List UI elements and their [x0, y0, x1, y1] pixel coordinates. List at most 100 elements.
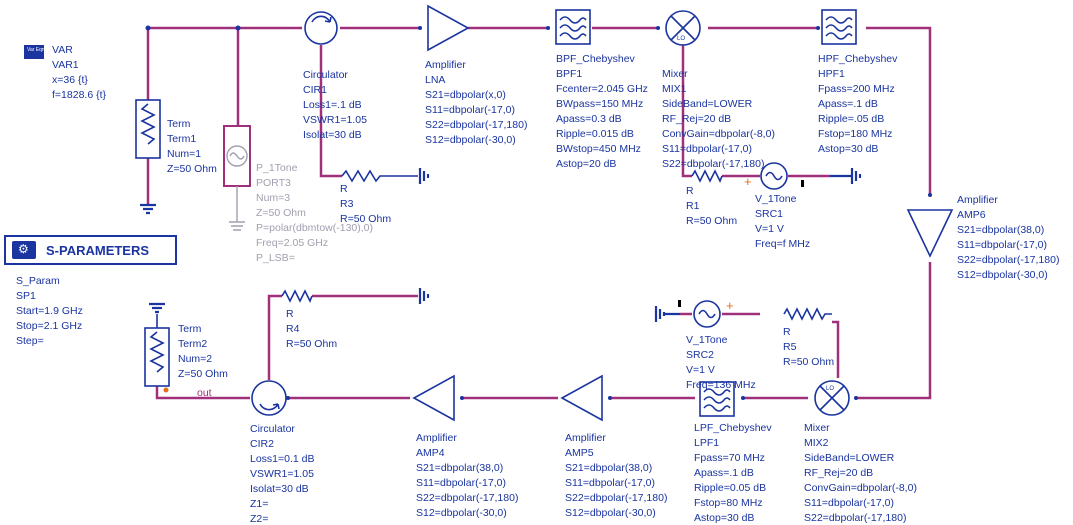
bpf1-fcenter: Fcenter=2.045 GHz: [556, 83, 648, 95]
sparam-start: Start=1.9 GHz: [16, 305, 83, 317]
lpf1-fstop: Fstop=80 MHz: [694, 497, 763, 509]
cir2-z1: Z1=: [250, 498, 268, 510]
port3-ground-icon: [229, 186, 245, 231]
term1[interactable]: Term Term1 Num=1 Z=50 Ohm: [135, 99, 217, 215]
term2-body: [144, 327, 170, 387]
amplifier-icon: [560, 374, 603, 422]
mix2-s22: S22=dbpolar(-17,180): [804, 512, 906, 524]
port3-source-icon: [226, 145, 248, 167]
term1-body: [135, 99, 161, 159]
var-block[interactable]: Var Eqn VAR VAR1 x=36 {t} f=1828.6 {t}: [24, 44, 107, 101]
ground-icon: [830, 168, 862, 184]
lpf1-ripple: Ripple=0.05 dB: [694, 482, 766, 494]
cir1-vswr: VSWR1=1.05: [303, 114, 367, 126]
r1-type: R: [686, 185, 694, 197]
mix2-s11: S11=dbpolar(-17,0): [804, 497, 894, 509]
amp4-s11: S11=dbpolar(-17,0): [416, 477, 506, 489]
amp6-type: Amplifier: [957, 194, 998, 206]
hpf1-fpass: Fpass=200 MHz: [818, 83, 895, 95]
mixer-mix1[interactable]: LO Mixer MIX1 SideBand=LOWER RF_Rej=20 d…: [662, 10, 775, 170]
amplifier-icon: [427, 4, 470, 52]
cir2-isolat: Isolat=30 dB: [250, 483, 309, 495]
bpf1-type: BPF_Chebyshev: [556, 53, 636, 65]
lna-type: Amplifier: [425, 59, 466, 71]
lpf1-type: LPF_Chebyshev: [694, 422, 772, 434]
resistor-r1[interactable]: R R1 R=50 Ohm: [686, 169, 737, 227]
r3-value: R=50 Ohm: [340, 213, 391, 225]
cir1-loss: Loss1=.1 dB: [303, 99, 362, 111]
source-src2[interactable]: + V_1Tone SRC2 V=1 V Freq=136 MHz: [654, 298, 756, 391]
cir1-type: Circulator: [303, 69, 348, 81]
sparam-controller-box[interactable]: ⚙ S-PARAMETERS: [4, 235, 177, 265]
port3[interactable]: P_1Tone PORT3 Num=3 Z=50 Ohm P=polar(dbm…: [223, 125, 373, 264]
circulator-cir2[interactable]: Circulator CIR2 Loss1=0.1 dB VSWR1=1.05 …: [250, 380, 315, 525]
hpf1-ripple: Ripple=.05 dB: [818, 113, 884, 125]
src2-plus-icon: +: [726, 298, 734, 313]
lna-s22: S22=dbpolar(-17,180): [425, 119, 527, 131]
bpf1-bwpass: BWpass=150 MHz: [556, 98, 643, 110]
src2-freq: Freq=136 MHz: [686, 379, 756, 391]
hpf1-astop: Astop=30 dB: [818, 143, 878, 155]
amp5-s12: S12=dbpolar(-30,0): [565, 507, 656, 519]
mix1-sideband: SideBand=LOWER: [662, 98, 753, 110]
circulator-cir1[interactable]: Circulator CIR1 Loss1=.1 dB VSWR1=1.05 I…: [303, 11, 367, 141]
lna-s21: S21=dbpolar(x,0): [425, 89, 506, 101]
amp4-s22: S22=dbpolar(-17,180): [416, 492, 518, 504]
amp4-s21: S21=dbpolar(38,0): [416, 462, 503, 474]
bpf1-apass: Apass=0.3 dB: [556, 113, 622, 125]
bpf1-bwstop: BWstop=450 MHz: [556, 143, 641, 155]
resistor-r3[interactable]: R R3 R=50 Ohm: [340, 168, 430, 225]
src2-v: V=1 V: [686, 364, 715, 376]
term2-type: Term: [178, 323, 202, 335]
mix2-lo-mark: LO: [826, 386, 834, 392]
amplifier-lna[interactable]: Amplifier LNA S21=dbpolar(x,0) S11=dbpol…: [425, 4, 527, 146]
var-f: f=1828.6 {t}: [52, 89, 107, 101]
term2-num: Num=2: [178, 353, 212, 365]
var-name: VAR: [52, 44, 73, 56]
hpf1-apass: Apass=.1 dB: [818, 98, 878, 110]
src2-minus-marker: [678, 300, 681, 307]
amplifier-amp4[interactable]: Amplifier AMP4 S21=dbpolar(38,0) S11=dbp…: [412, 374, 518, 519]
port3-p: P=polar(dbmtow(-130),0): [256, 222, 373, 234]
var-icon-label: Var Eqn: [27, 47, 45, 53]
resistor-icon: [783, 307, 832, 321]
amp5-s11: S11=dbpolar(-17,0): [565, 477, 655, 489]
sparam-title: S-PARAMETERS: [46, 243, 150, 258]
var-x: x=36 {t}: [52, 74, 88, 86]
amplifier-amp6[interactable]: Amplifier AMP6 S21=dbpolar(38,0) S11=dbp…: [906, 194, 1059, 281]
port3-freq: Freq=2.05 GHz: [256, 237, 328, 249]
r3-instance: R3: [340, 198, 354, 210]
term1-z: Z=50 Ohm: [167, 163, 217, 175]
src2-instance: SRC2: [686, 349, 714, 361]
bpf1-instance: BPF1: [556, 68, 582, 80]
amp6-s22: S22=dbpolar(-17,180): [957, 254, 1059, 266]
gear-icon: ⚙: [12, 241, 36, 259]
amplifier-amp5[interactable]: Amplifier AMP5 S21=dbpolar(38,0) S11=dbp…: [560, 374, 667, 519]
filter-lpf1[interactable]: LPF_Chebyshev LPF1 Fpass=70 MHz Apass=.1…: [694, 381, 772, 524]
lpf1-fpass: Fpass=70 MHz: [694, 452, 765, 464]
amp5-s22: S22=dbpolar(-17,180): [565, 492, 667, 504]
lpf1-apass: Apass=.1 dB: [694, 467, 754, 479]
mix1-lo-mark: LO: [677, 36, 685, 42]
source-src1[interactable]: + V_1Tone SRC1 V=1 V Freq=f MHz: [744, 162, 862, 250]
src1-minus-marker: [801, 180, 804, 187]
amp5-type: Amplifier: [565, 432, 606, 444]
mix1-rfrej: RF_Rej=20 dB: [662, 113, 731, 125]
mixer-mix2[interactable]: LO Mixer MIX2 SideBand=LOWER RF_Rej=20 d…: [804, 380, 917, 524]
wires: [146, 26, 932, 400]
port3-num: Num=3: [256, 192, 290, 204]
filter-hpf1[interactable]: HPF_Chebyshev HPF1 Fpass=200 MHz Apass=.…: [818, 9, 898, 155]
resistor-r4[interactable]: R R4 R=50 Ohm: [281, 288, 430, 350]
filter-bpf1[interactable]: BPF_Chebyshev BPF1 Fcenter=2.045 GHz BWp…: [555, 9, 648, 170]
lna-s12: S12=dbpolar(-30,0): [425, 134, 516, 146]
lna-instance: LNA: [425, 74, 445, 86]
amp6-s12: S12=dbpolar(-30,0): [957, 269, 1048, 281]
mix1-s22: S22=dbpolar(-17,180): [662, 158, 764, 170]
resistor-r5[interactable]: R R5 R=50 Ohm: [783, 307, 834, 368]
amp4-instance: AMP4: [416, 447, 445, 459]
mix1-type: Mixer: [662, 68, 688, 80]
port3-instance: PORT3: [256, 177, 291, 189]
term2[interactable]: Term Term2 Num=2 Z=50 Ohm out: [144, 302, 228, 399]
